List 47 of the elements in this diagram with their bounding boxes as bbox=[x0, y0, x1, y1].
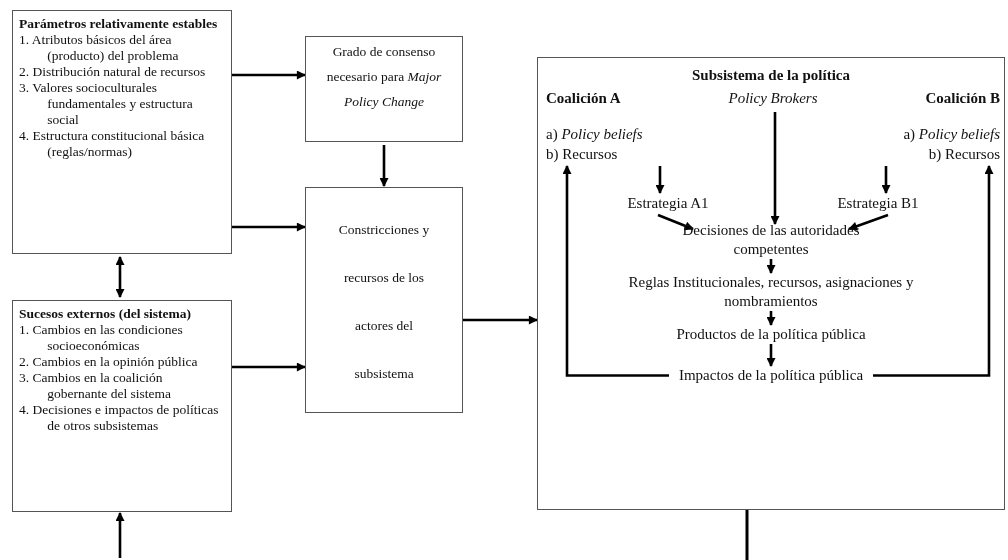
arrow bbox=[232, 362, 306, 372]
box-text: Grado de consenso necesario para Major Policy Change bbox=[325, 43, 443, 111]
arrow bbox=[655, 166, 665, 194]
text-line: a) Policy beliefs bbox=[902, 125, 1000, 144]
arrow bbox=[232, 70, 306, 80]
node-label: Reglas Institucionales, recursos, asignaciones y nombramientos bbox=[596, 273, 946, 311]
arrow bbox=[766, 344, 776, 367]
arrow bbox=[463, 315, 538, 325]
process-box bbox=[305, 36, 463, 142]
arrow bbox=[873, 165, 994, 377]
subsystem-box bbox=[537, 57, 1005, 510]
box-text: Constricciones y recursos de los actores del subsistema bbox=[337, 221, 431, 383]
arrow bbox=[766, 311, 776, 326]
list-item: 2. Distribución natural de recursos bbox=[19, 64, 207, 80]
node-label: Estrategia A1 bbox=[613, 193, 723, 213]
list-item: 4. Decisiones e impactos de políticas de otros subsistemas bbox=[19, 402, 220, 434]
factor-box bbox=[12, 300, 232, 512]
process-box bbox=[305, 187, 463, 413]
list-item: 3. Valores socioculturales fundamentales y estructura social bbox=[19, 80, 194, 128]
list-item: 2. Cambios en la opinión pública bbox=[19, 354, 199, 370]
arrow bbox=[562, 165, 669, 377]
node-label: Estrategia B1 bbox=[823, 193, 933, 213]
node-label: Policy Brokers bbox=[688, 88, 858, 108]
text-line: b) Recursos bbox=[927, 145, 1000, 164]
list-item: 4. Estructura constitucional básica (reglas/normas) bbox=[19, 128, 206, 160]
heading: Coalición B bbox=[924, 89, 1000, 108]
text-line: b) Recursos bbox=[546, 145, 619, 164]
node-label: Impactos de la política pública bbox=[671, 366, 871, 385]
arrow bbox=[881, 166, 891, 194]
arrow bbox=[848, 213, 889, 231]
heading: Parámetros relativamente estables bbox=[19, 16, 219, 32]
arrow bbox=[379, 145, 389, 187]
node-label: Productos de la política pública bbox=[656, 325, 886, 344]
text-line: a) Policy beliefs bbox=[546, 125, 644, 144]
arrow bbox=[115, 256, 125, 298]
heading: Sucesos externos (del sistema) bbox=[19, 306, 193, 322]
arrow bbox=[115, 512, 125, 558]
arrow bbox=[766, 259, 776, 274]
list-item: 1. Atributos básicos del área (producto) del problema bbox=[19, 32, 180, 64]
heading: Coalición A bbox=[546, 89, 622, 108]
arrow bbox=[657, 213, 694, 231]
list-item: 3. Cambios en la coalición gobernante del sistema bbox=[19, 370, 173, 402]
arrow bbox=[232, 222, 306, 232]
box-text: Subsistema de la política bbox=[691, 66, 851, 84]
list-item: 1. Cambios en las condiciones socioeconómicas bbox=[19, 322, 184, 354]
arrow bbox=[770, 112, 780, 225]
factor-box bbox=[12, 10, 232, 254]
